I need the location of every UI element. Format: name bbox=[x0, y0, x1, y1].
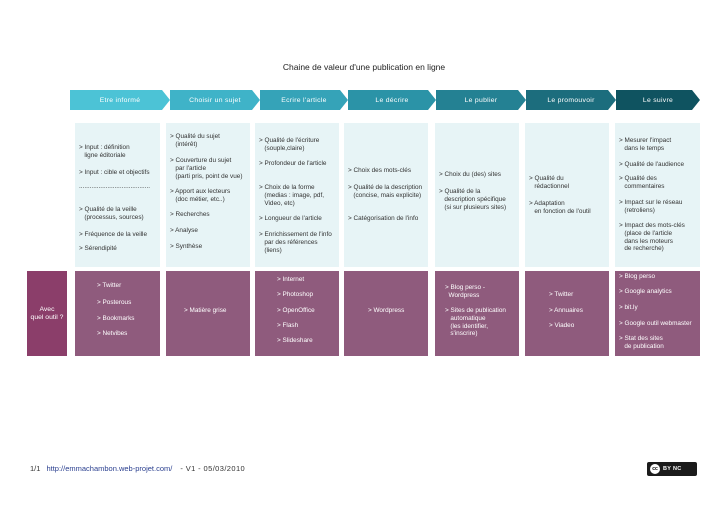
stage-decrire: Le décrire bbox=[348, 90, 436, 110]
tool-item: > Google analytics bbox=[619, 288, 672, 295]
criteria-item: > Qualité de la description spécifique (… bbox=[439, 188, 507, 211]
cc-license-badge[interactable]: cc BY NC bbox=[647, 462, 697, 476]
criteria-column-ecrire-article: > Qualité de l'écriture (souple,claire) … bbox=[255, 123, 339, 267]
criteria-item: > Qualité des commentaires bbox=[619, 175, 665, 190]
tool-item: > Netvibes bbox=[97, 330, 128, 337]
stage-label: Le décrire bbox=[375, 96, 409, 104]
criteria-item: > Qualité de la description (concise, ma… bbox=[348, 184, 423, 199]
criteria-item: > Qualité de l'audience bbox=[619, 161, 684, 168]
tools-etre-informe: > Twitter > Posterous > Bookmarks > Netv… bbox=[75, 271, 160, 356]
criteria-item: > Sérendipité bbox=[79, 245, 117, 252]
stage-label: Choisir un sujet bbox=[189, 96, 241, 104]
tool-item: > Blog perso - Wordpress bbox=[445, 284, 485, 299]
tools-choisir-sujet: > Matière grise bbox=[166, 271, 250, 356]
stage-choisir-sujet: Choisir un sujet bbox=[170, 90, 260, 110]
criteria-column-etre-informe: > Input : définition ligne éditoriale > … bbox=[75, 123, 160, 267]
tool-item: > Twitter bbox=[549, 291, 574, 298]
stage-publier: Le publier bbox=[436, 90, 526, 110]
stage-label: Le suivre bbox=[642, 96, 674, 104]
criteria-column-decrire: > Choix des mots-clés > Qualité de la de… bbox=[344, 123, 428, 267]
criteria-item: > Catégorisation de l'info bbox=[348, 215, 419, 222]
criteria-item: > Longueur de l'article bbox=[259, 215, 322, 222]
criteria-item: > Apport aux lecteurs (doc métier, etc..… bbox=[170, 188, 231, 203]
tool-item: > Bookmarks bbox=[97, 315, 135, 322]
criteria-column-promouvoir: > Qualité du rédactionnel > Adaptation e… bbox=[525, 123, 609, 267]
tools-publier: > Blog perso - Wordpress > Sites de publ… bbox=[435, 271, 519, 356]
tool-item: > Posterous bbox=[97, 299, 132, 306]
tool-item: > Slideshare bbox=[277, 337, 313, 344]
criteria-item: > Adaptation en fonction de l'outil bbox=[529, 200, 591, 215]
criteria-item: > Synthèse bbox=[170, 243, 203, 250]
tools-promouvoir: > Twitter > Annuaires > Viadeo bbox=[525, 271, 609, 356]
dotted-separator: ........................................ bbox=[79, 183, 151, 190]
cc-icon: cc bbox=[650, 464, 660, 474]
tool-row-label-text: Avec quel outil ? bbox=[30, 305, 64, 321]
criteria-item: > Couverture du sujet par l'article (par… bbox=[170, 157, 243, 180]
license-text: BY NC bbox=[663, 466, 682, 472]
criteria-item: > Qualité du rédactionnel bbox=[529, 175, 570, 190]
stage-ecrire-article: Ecrire l'article bbox=[260, 90, 348, 110]
footer: 1/1 http://emmachambon.web-projet.com/ - V… bbox=[30, 464, 245, 473]
tools-ecrire-article: > Internet > Photoshop > OpenOffice > Fl… bbox=[255, 271, 339, 356]
tool-item: > Viadeo bbox=[549, 322, 575, 329]
criteria-item: > Qualité de la veille (processus, sourc… bbox=[79, 206, 144, 221]
stage-suivre: Le suivre bbox=[616, 90, 700, 110]
stage-promouvoir: Le promouvoir bbox=[526, 90, 616, 110]
tool-item: > Twitter bbox=[97, 282, 122, 289]
version-date: - V1 - 05/03/2010 bbox=[180, 464, 246, 473]
criteria-item: > Enrichissement de l'info par des référ… bbox=[259, 231, 332, 254]
tool-item: > Photoshop bbox=[277, 291, 314, 298]
tool-item: > Internet bbox=[277, 276, 305, 283]
criteria-item: > Input : cible et objectifs bbox=[79, 169, 150, 176]
stage-etre-informe: Etre informé bbox=[70, 90, 170, 110]
criteria-item: > Choix des mots-clés bbox=[348, 167, 412, 174]
stage-label: Ecrire l'article bbox=[281, 96, 327, 104]
tool-item: > Annuaires bbox=[549, 307, 583, 314]
stage-label: Le publier bbox=[464, 96, 498, 104]
stage-label: Etre informé bbox=[99, 96, 141, 104]
criteria-column-choisir-sujet: > Qualité du sujet (intérêt) > Couvertur… bbox=[166, 123, 250, 267]
criteria-item: > Qualité de l'écriture (souple,claire) bbox=[259, 137, 320, 152]
page-number: 1/1 bbox=[30, 464, 41, 473]
tool-row-label: Avec quel outil ? bbox=[27, 271, 67, 356]
criteria-column-publier: > Choix du (des) sites > Qualité de la d… bbox=[435, 123, 519, 267]
criteria-item: > Analyse bbox=[170, 227, 198, 234]
tool-item: > Matière grise bbox=[184, 307, 227, 314]
criteria-item: > Choix de la forme (medias : image, pdf… bbox=[259, 184, 324, 207]
tool-item: > Blog perso bbox=[619, 273, 656, 280]
tool-item: > OpenOffice bbox=[277, 307, 315, 314]
author-link[interactable]: http://emmachambon.web-projet.com/ bbox=[46, 464, 173, 473]
tool-item: > Google outil webmaster bbox=[619, 320, 692, 327]
criteria-item: > Impact des mots-clés (place de l'artic… bbox=[619, 222, 685, 253]
tools-decrire: > Wordpress bbox=[344, 271, 428, 356]
criteria-item: > Recherches bbox=[170, 211, 210, 218]
criteria-item: > Impact sur le réseau (retroliens) bbox=[619, 199, 683, 214]
criteria-item: > Input : définition ligne éditoriale bbox=[79, 144, 130, 159]
page-title: Chaine de valeur d'une publication en li… bbox=[282, 62, 446, 72]
tool-item: > Sites de publication automatique (les … bbox=[445, 307, 506, 338]
tools-suivre: > Blog perso > Google analytics > bit.ly… bbox=[615, 271, 700, 356]
criteria-item: > Fréquence de la veille bbox=[79, 231, 148, 238]
stage-label: Le promouvoir bbox=[547, 96, 595, 104]
tool-item: > bit.ly bbox=[619, 304, 638, 311]
tool-item: > Flash bbox=[277, 322, 299, 329]
criteria-item: > Profondeur de l'article bbox=[259, 160, 327, 167]
criteria-item: > Qualité du sujet (intérêt) bbox=[170, 133, 220, 148]
tool-item: > Wordpress bbox=[368, 307, 405, 314]
criteria-column-suivre: > Mesurer l'impact dans le temps > Quali… bbox=[615, 123, 700, 267]
criteria-item: > Mesurer l'impact dans le temps bbox=[619, 137, 672, 152]
criteria-item: > Choix du (des) sites bbox=[439, 171, 501, 178]
tool-item: > Stat des sites de publication bbox=[619, 335, 664, 350]
